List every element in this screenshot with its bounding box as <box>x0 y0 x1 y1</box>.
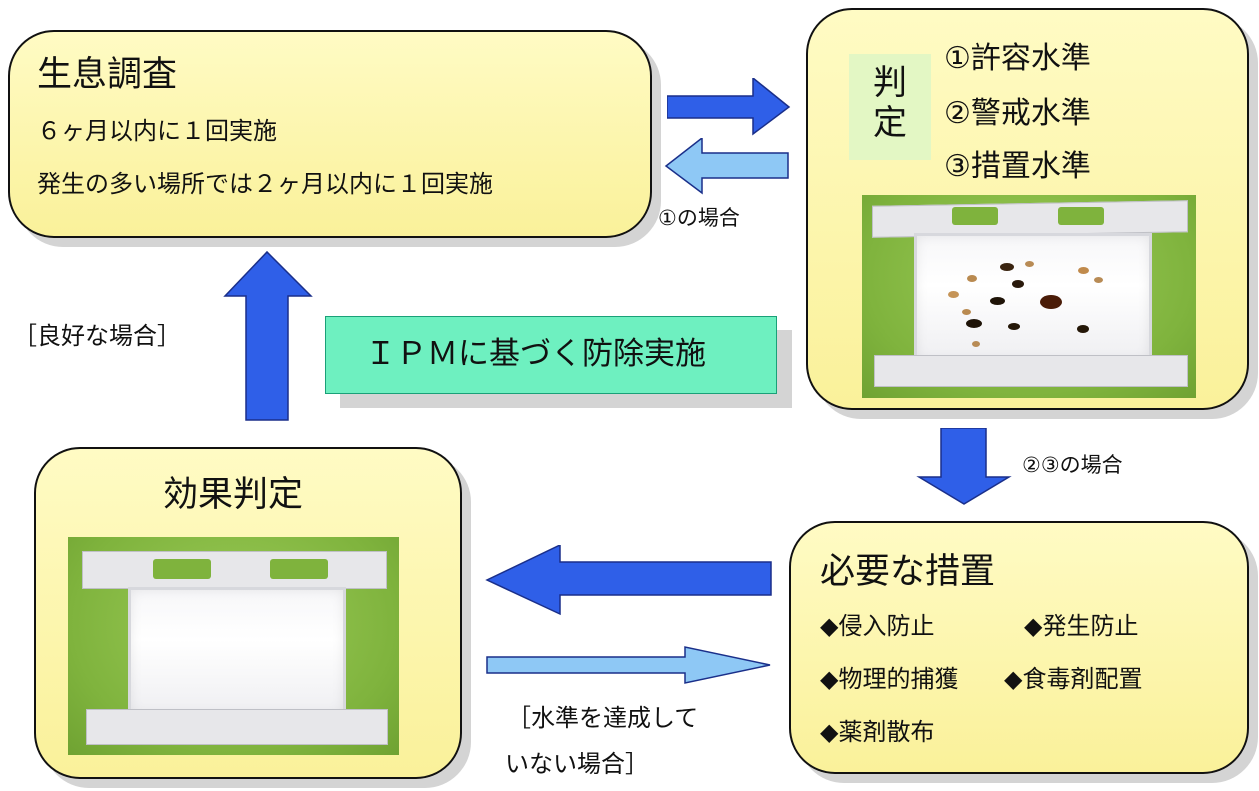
good-case-label: ［良好な場合］ <box>13 322 181 350</box>
ipm-label-text: ＩＰＭに基づく防除実施 <box>365 336 706 372</box>
judgment-label-bg <box>849 54 931 160</box>
case1-label: ①の場合 <box>658 206 740 230</box>
level-action: ③措置水準 <box>944 149 1091 184</box>
arrow-left-to-survey <box>664 138 789 195</box>
survey-box <box>8 30 652 238</box>
arrow-left-to-effect <box>485 545 772 616</box>
arrow-up-to-survey <box>223 250 313 421</box>
survey-line2: 発生の多い場所では２ヶ月以内に１回実施 <box>37 170 493 198</box>
judgment-label-char2: 定 <box>873 103 907 143</box>
not-achieved-line1: ［水準を達成して <box>507 704 699 732</box>
empty-trap-photo <box>68 537 399 755</box>
survey-title: 生息調査 <box>37 55 178 95</box>
judgment-label-char1: 判 <box>873 63 907 103</box>
ipm-label-box <box>325 316 777 394</box>
measure-insecticide-spraying: ◆薬剤散布 <box>820 718 935 746</box>
measure-bait-placement: ◆食毒剤配置 <box>1004 665 1143 693</box>
level-warning: ②警戒水準 <box>944 96 1091 131</box>
measures-box <box>789 521 1249 774</box>
measures-title: 必要な措置 <box>820 552 996 592</box>
effect-title: 効果判定 <box>163 475 304 515</box>
measure-intrusion-prevention: ◆侵入防止 <box>820 612 935 640</box>
measure-occurrence-prevention: ◆発生防止 <box>1024 612 1139 640</box>
arrow-right-to-measures <box>486 646 771 684</box>
measure-physical-capture: ◆物理的捕獲 <box>820 665 959 693</box>
not-achieved-line2: いない場合］ <box>505 750 649 778</box>
case23-label: ②③の場合 <box>1022 453 1123 477</box>
trap-photo-with-insects <box>862 195 1196 398</box>
survey-line1: ６ヶ月以内に１回実施 <box>37 117 277 145</box>
arrow-right-to-judgment <box>667 78 791 136</box>
level-allowable: ①許容水準 <box>944 41 1091 76</box>
arrow-down-to-measures <box>916 428 1012 505</box>
